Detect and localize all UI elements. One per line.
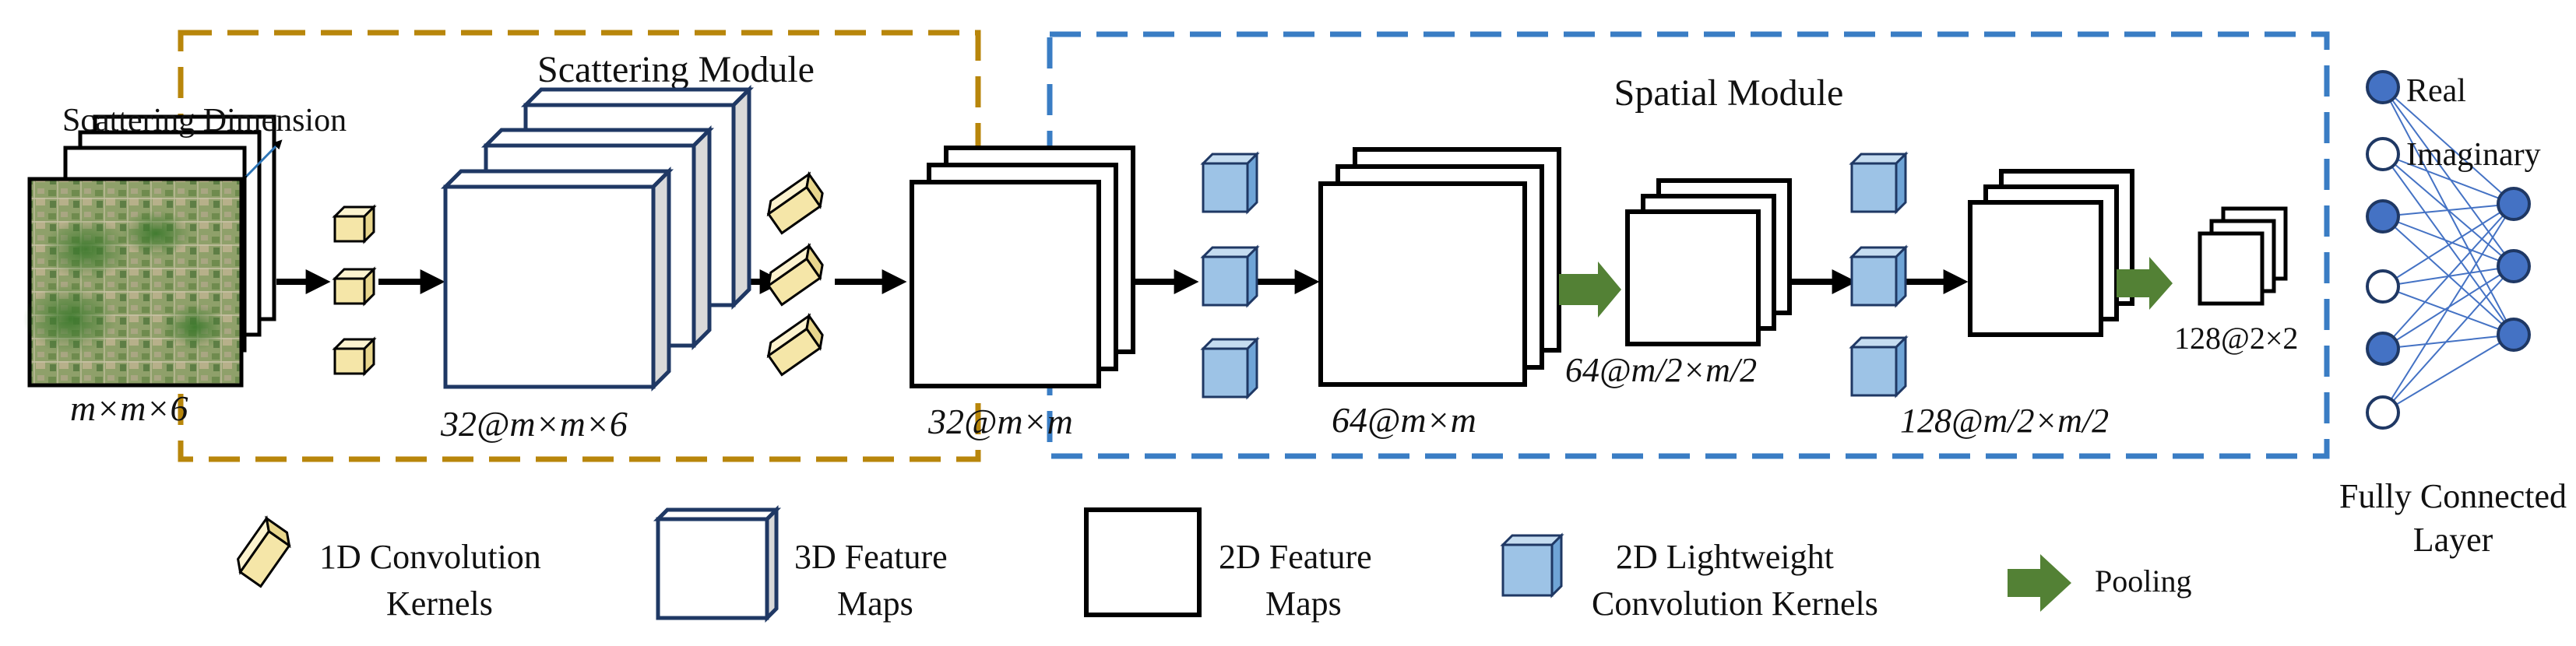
fc-input-node xyxy=(2366,395,2400,430)
feature-64-half-label: 64@m/2×m/2 xyxy=(1565,351,1757,389)
fc-real-label: Real xyxy=(2406,73,2466,109)
fc-edge xyxy=(2382,265,2514,413)
fc-input-node xyxy=(2366,137,2400,171)
input-dims-label: m×m×6 xyxy=(70,388,188,428)
fc-output-node xyxy=(2497,318,2531,352)
fc-output-node xyxy=(2497,187,2531,221)
satellite-image xyxy=(23,177,244,388)
scatter-feature-label: 32@m×m×6 xyxy=(440,404,628,444)
scattering-module-title: Scattering Module xyxy=(537,49,815,90)
fc-layer-title-line1: Fully Connected xyxy=(2339,477,2567,515)
2d-feature-map-128-2x2 xyxy=(2198,206,2288,306)
fc-edge xyxy=(2382,334,2514,349)
fc-edge xyxy=(2382,153,2514,205)
legend-3d-map-icon xyxy=(653,504,782,623)
2d-lightweight-kernel xyxy=(1200,244,1260,308)
legend-3d-map-label-2: Maps xyxy=(837,585,913,623)
2d-feature-map-128-half xyxy=(1968,169,2134,337)
fc-nodes xyxy=(2366,70,2531,430)
conv1d-kernel-tilted xyxy=(766,242,824,307)
fc-imaginary-label: Imaginary xyxy=(2406,137,2541,173)
conv1d-kernel xyxy=(332,336,377,377)
2d-lightweight-kernels-group-1 xyxy=(1200,151,1260,400)
conv1d-kernel-tilted xyxy=(766,312,824,377)
legend-2d-map-label-2: Maps xyxy=(1265,585,1342,623)
feature-128-2x2-label: 128@2×2 xyxy=(2174,321,2298,356)
fc-output-node xyxy=(2497,249,2531,283)
fc-input-node xyxy=(2366,199,2400,233)
pooling-arrow xyxy=(2117,257,2173,310)
conv1d-kernel-tilted xyxy=(766,170,824,235)
fc-input-node xyxy=(2366,332,2400,366)
2d-lightweight-kernel xyxy=(1200,336,1260,400)
feature-64-label: 64@m×m xyxy=(1332,400,1476,440)
fc-edge xyxy=(2382,203,2514,287)
scattering-dimension-label: Scattering Dimension xyxy=(62,103,347,139)
input-image-stack xyxy=(23,114,276,388)
fc-input-node xyxy=(2366,269,2400,304)
pooling-arrow xyxy=(1559,262,1621,318)
fc-edge xyxy=(2382,216,2514,267)
2d-feature-map-64-half xyxy=(1625,178,1792,346)
2d-feature-map-64 xyxy=(1318,147,1561,387)
conv1d-kernel xyxy=(332,266,377,307)
fc-layer-title-line2: Layer xyxy=(2413,521,2493,559)
fc-edge xyxy=(2382,286,2514,335)
fully-connected-layer xyxy=(2366,70,2531,430)
legend-conv1d-label-1: 1D Convolution xyxy=(319,538,541,576)
2d-lightweight-kernel xyxy=(1849,151,1909,215)
fc-edges xyxy=(2382,86,2514,413)
spatial-module-title: Spatial Module xyxy=(1614,72,1844,114)
fc-input-node xyxy=(2366,70,2400,104)
2d-lightweight-kernel xyxy=(1849,244,1909,308)
conv1d-kernel xyxy=(332,204,377,244)
legend-2d-map-icon xyxy=(1084,507,1202,617)
2d-lightweight-kernels-group-2 xyxy=(1849,151,1909,398)
conv1d-kernels-group-1 xyxy=(332,204,377,377)
fc-edge xyxy=(2382,86,2514,267)
legend-pooling-label: Pooling xyxy=(2095,563,2191,599)
legend-conv1d-icon xyxy=(237,515,291,588)
fc-edge xyxy=(2382,334,2514,413)
fc-edge xyxy=(2382,203,2514,413)
legend-lightweight-kernel-label-2: Convolution Kernels xyxy=(1592,585,1878,623)
fc-edge xyxy=(2382,203,2514,217)
3d-feature-map-stack xyxy=(440,84,755,392)
legend: 1D Convolution Kernels 3D Feature Maps 2… xyxy=(237,504,2191,623)
feature-32-label: 32@m×m xyxy=(927,402,1073,441)
legend-2d-map-label-1: 2D Feature xyxy=(1219,538,1372,576)
scattering-dimension-arrow xyxy=(237,139,283,186)
fc-edge xyxy=(2382,86,2514,205)
legend-pooling-icon xyxy=(2008,554,2071,612)
2d-lightweight-kernel xyxy=(1849,335,1909,398)
feature-128-half-label: 128@m/2×m/2 xyxy=(1900,402,2109,440)
legend-conv1d-label-2: Kernels xyxy=(386,585,493,623)
2d-feature-map-32 xyxy=(910,146,1135,388)
legend-3d-map-label-1: 3D Feature xyxy=(794,538,948,576)
conv1d-kernels-group-2 xyxy=(766,170,824,377)
legend-lightweight-kernel-icon xyxy=(1500,532,1564,599)
legend-lightweight-kernel-label-1: 2D Lightweight xyxy=(1616,538,1834,576)
fc-edge xyxy=(2382,203,2514,349)
2d-lightweight-kernel xyxy=(1200,151,1260,215)
